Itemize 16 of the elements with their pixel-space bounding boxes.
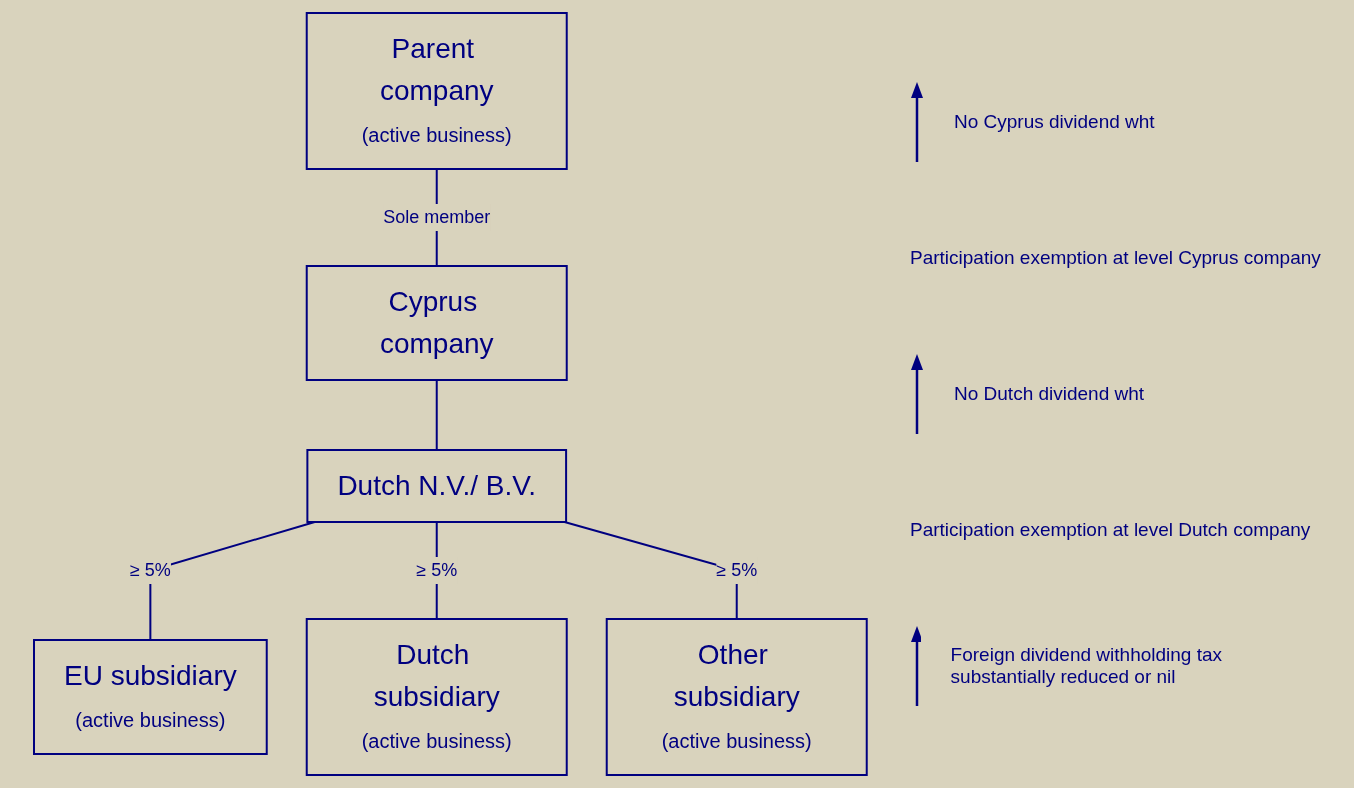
- annotation-text: No Cyprus dividend wht: [954, 111, 1155, 134]
- connector: [435, 379, 438, 451]
- node-box: Cyprus company: [305, 265, 568, 381]
- node-box: Dutch N.V./ B.V.: [306, 449, 567, 523]
- edge-label: Sole member: [382, 207, 490, 227]
- node-box: EU subsidiary (active business): [32, 639, 268, 755]
- node-box: Parent company (active business): [305, 12, 568, 170]
- annotation-text: Participation exemption at level Dutch company: [910, 518, 1311, 541]
- node-box: Dutch subsidiary (active business): [305, 618, 568, 776]
- annotation-text: No Dutch dividend wht: [954, 383, 1145, 405]
- edge-label: ≥ 5%: [415, 560, 457, 580]
- node-box: Other subsidiary (active business): [605, 618, 868, 776]
- edge-label: ≥ 5%: [715, 560, 757, 580]
- edge-label: ≥ 5%: [129, 560, 171, 580]
- annotation-text: Participation exemption at level Cyprus company: [910, 247, 1321, 270]
- annotation-text: Foreign dividend withholding tax substantially reduced or nil: [950, 643, 1224, 688]
